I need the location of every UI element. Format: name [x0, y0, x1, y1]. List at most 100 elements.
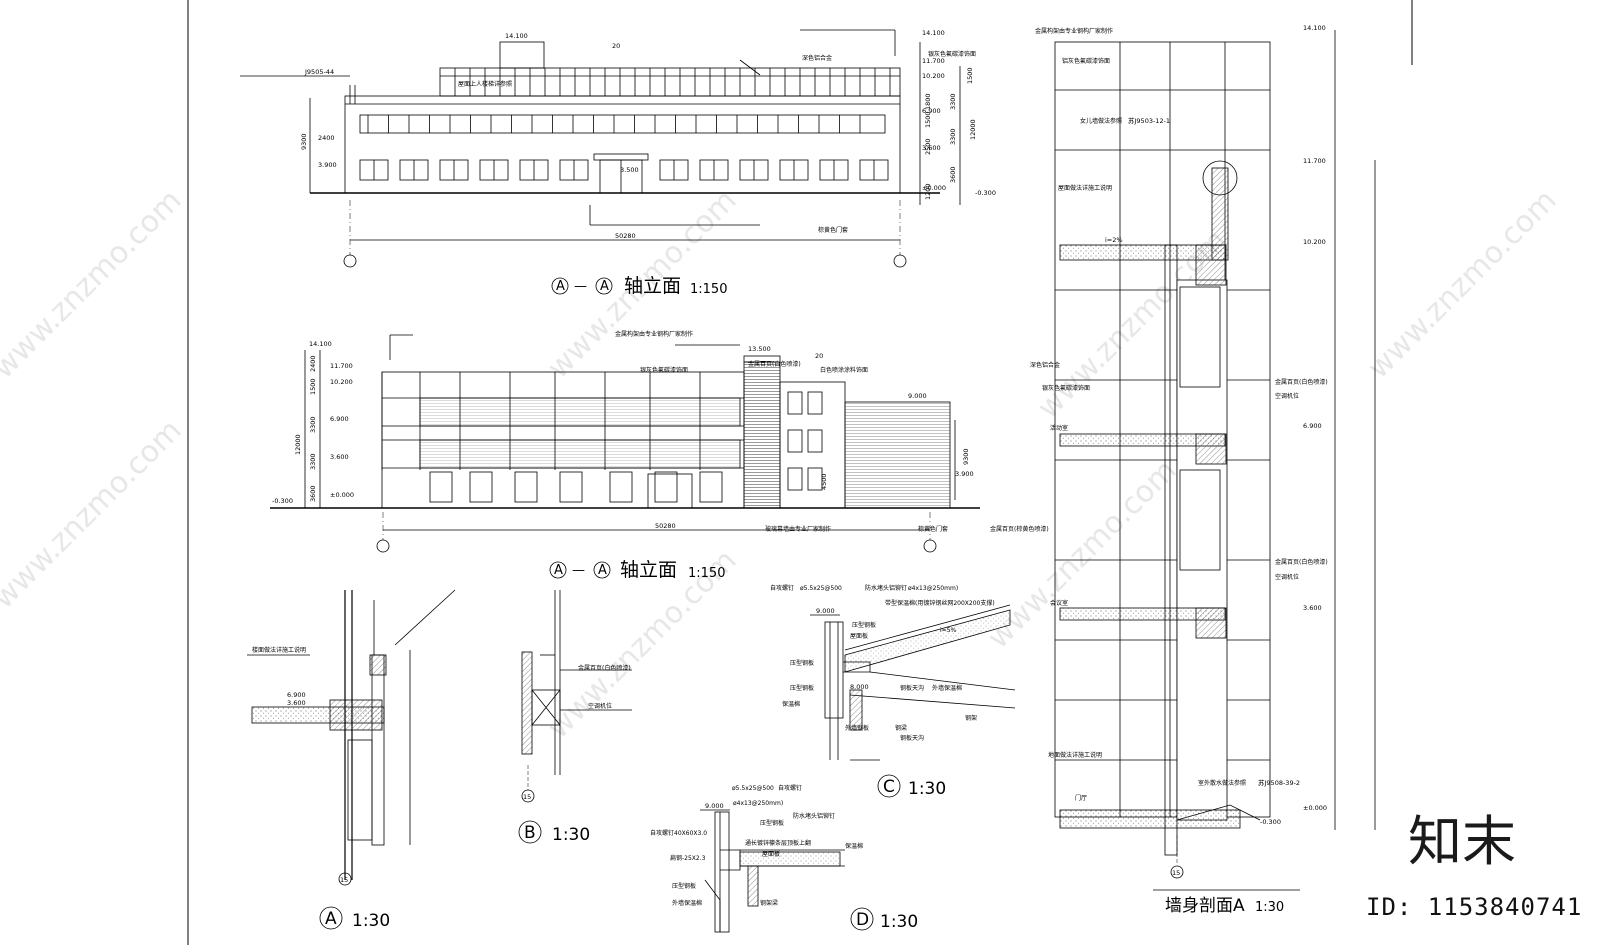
total-width: 50280: [655, 522, 676, 530]
note: 金属百页(白色喷漆): [748, 360, 801, 368]
window: [699, 471, 723, 503]
drawing-scale: 1:150: [688, 566, 725, 581]
level-label: 3.600: [1303, 604, 1322, 612]
level-label: ±0.000: [1303, 804, 1327, 812]
elevation-mid: [270, 334, 980, 553]
window: [559, 471, 583, 503]
height-dim: 4500: [820, 473, 828, 490]
note: 银灰色氟碳漆饰面: [928, 50, 976, 58]
detail-label: D: [856, 910, 869, 930]
ref-code: 苏J9503-12-1: [1128, 116, 1170, 125]
level-label: -0.300: [1260, 818, 1281, 826]
left-dim: 2400: [318, 134, 335, 142]
left-dim: 3.900: [318, 161, 337, 169]
note: 外墙钢板: [845, 724, 869, 732]
elevation-top-labels: 14.100 14.100 11.700 10.200 6.900 3.600 …: [300, 29, 996, 297]
note: 屋面板: [850, 632, 868, 640]
level-label: -0.300: [975, 189, 996, 197]
height-dim: 12000: [969, 119, 977, 140]
level-label: 6.900: [922, 107, 941, 115]
elevation-top: [240, 29, 961, 268]
note: 棕黄色门套: [818, 226, 848, 234]
note: 压型钢板: [790, 659, 814, 667]
note: 空调机位: [1275, 573, 1299, 581]
window: [514, 471, 538, 503]
note: 深色铝合金: [802, 54, 832, 62]
height-dim: 3600: [309, 485, 317, 502]
detail-b-labels: 金属百页(白色喷漆) 空调机位 15 B 1:30: [523, 664, 631, 845]
section-scale: 1:30: [1255, 900, 1284, 915]
axis-number: 15: [523, 793, 531, 801]
height-dim: 1500: [309, 378, 317, 395]
note: 金属百页(白色喷漆): [1275, 378, 1328, 386]
note: 棕黄色门套: [918, 525, 948, 533]
window: [787, 429, 803, 453]
level-label: 3.600: [330, 453, 349, 461]
height-dim: 1500: [924, 111, 932, 128]
level-label: 11.700: [922, 57, 945, 65]
note: 钢板天沟: [900, 734, 924, 742]
watermark-text: www.znzmo.com: [0, 183, 189, 386]
note: 自攻螺钉: [770, 584, 794, 592]
detail-a-labels: 楼面做法详施工说明 6.900 3.600 15 A 1:30: [252, 646, 390, 931]
note: 门厅: [1075, 794, 1087, 802]
note: 钢架: [965, 714, 977, 722]
note: 通长镀锌檩条层顶板上翻: [745, 839, 811, 847]
note: 金属构架由专业钢构厂家制作: [615, 330, 693, 338]
detail-label: B: [524, 823, 536, 843]
height-dim: 3600: [949, 166, 957, 183]
note: 保温棉: [845, 842, 863, 850]
detail-label: C: [883, 777, 895, 797]
ref-code: 苏J9508-39-2: [1258, 778, 1300, 787]
note: 压型钢板: [790, 684, 814, 692]
height-dim: 2500: [924, 138, 932, 155]
note: 金属构架由专业钢构厂家制作: [1035, 27, 1113, 35]
note: ø5.5x25@500: [800, 585, 842, 592]
detail-c-labels: 9.000 8.000 自攻螺钉 ø5.5x25@500 防水堵头铝铆钉 ø4x…: [770, 584, 995, 799]
window: [609, 471, 633, 503]
level-label: 6.900: [287, 691, 306, 699]
note: 空调机位: [588, 702, 612, 710]
axis-number: 15: [340, 876, 348, 884]
note: 深色铝合金: [1030, 361, 1060, 369]
note: 铝灰色氟碳漆饰面: [1062, 57, 1110, 65]
detail-d: [700, 809, 874, 933]
brand-logo: 知末: [1408, 810, 1516, 873]
level-label: 14.100: [922, 29, 945, 37]
dash-glyph: —: [574, 279, 587, 294]
ref-code: J9505-44: [304, 68, 334, 76]
window: [807, 391, 823, 415]
note: 室外散水做法参照: [1198, 779, 1246, 787]
level-label: 3.600: [922, 144, 941, 152]
note: 空调机位: [1275, 392, 1299, 400]
height-dim: 1200: [924, 183, 932, 200]
axis-tag: A: [600, 279, 609, 294]
note: 银灰色氟碳漆饰面: [640, 366, 688, 374]
level-label: 13.500: [748, 345, 771, 353]
watermark-text: www.znzmo.com: [1361, 183, 1564, 386]
drawing-title: 轴立面: [620, 559, 677, 581]
axis-tag: A: [556, 279, 565, 294]
detail-c: [810, 604, 1016, 798]
level-label: -0.300: [272, 497, 293, 505]
note: 楼面做法详施工说明: [252, 646, 306, 654]
window: [807, 429, 823, 453]
note: 金属百页(白色喷漆): [578, 664, 631, 672]
level-label: 14.100: [1303, 24, 1326, 32]
level-label: 9.000: [816, 607, 835, 615]
left-dim: 9300: [300, 133, 308, 150]
level-label: 9.000: [908, 392, 927, 400]
branding: 知末 ID: 1153840741: [1366, 810, 1581, 921]
watermarks: www.znzmo.com www.znzmo.com www.znzmo.co…: [0, 183, 1564, 746]
note: i=5%: [940, 627, 957, 634]
level-label: 3.600: [287, 699, 306, 707]
note: 会议室: [1050, 599, 1068, 607]
module-label: 20: [612, 42, 620, 50]
height-dim: 3300: [949, 93, 957, 110]
watermark-text: www.znzmo.com: [0, 413, 189, 616]
level-label: 8.000: [850, 683, 869, 691]
door: [647, 473, 693, 509]
detail-label: A: [325, 909, 337, 929]
wall-section-a: [1054, 30, 1376, 891]
note: 保温棉: [782, 700, 800, 708]
